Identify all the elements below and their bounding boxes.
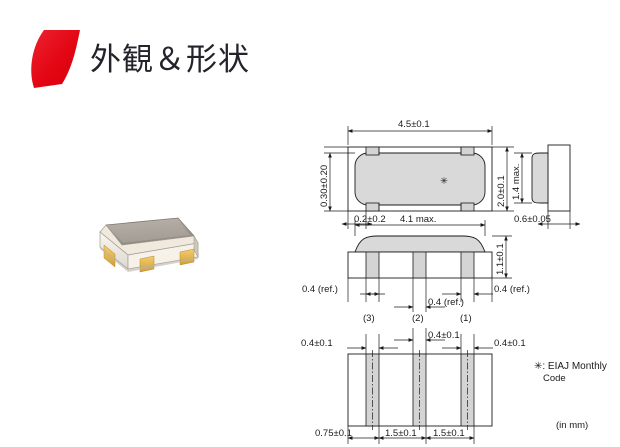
monthly-code-note-line1: ✳: EIAJ Monthly	[534, 361, 607, 372]
page-header: 外観＆形状	[0, 0, 620, 110]
dim-pad-offset: 0.2±0.2	[354, 214, 386, 225]
front-view: 4.1 max. 1.1±0.1 0.4 (ref.)	[302, 214, 530, 324]
product-photo	[82, 212, 218, 298]
dim-bottom-pitch-1: 1.5±0.1	[385, 428, 417, 439]
dim-bottom-pitch-2: 1.5±0.1	[433, 428, 465, 439]
page-title: 外観＆形状	[90, 42, 250, 78]
dim-front-ref-right: 0.4 (ref.)	[494, 284, 530, 295]
dim-side-width: 0.6±0.05	[514, 214, 551, 225]
dim-bottom-pad-right: 0.4±0.1	[494, 338, 526, 349]
dim-bottom-edge: 0.75±0.1	[315, 428, 352, 439]
pin-label-1: (1)	[460, 313, 472, 324]
pin-label-2: (2)	[412, 313, 424, 324]
side-view: 1.4 max. 0.6±0.05	[511, 144, 581, 229]
dim-front-ref-left: 0.4 (ref.)	[302, 284, 338, 295]
dim-bottom-pad-center: 0.4±0.1	[428, 330, 460, 341]
dim-side-height: 1.4 max.	[511, 164, 522, 200]
bottom-view: 0.4±0.1 0.4±0.1 0.4±0.1 0.75±0.1 1.5±	[301, 328, 526, 444]
dim-front-ref-center: 0.4 (ref.)	[428, 297, 464, 308]
unit-note: (in mm)	[556, 420, 589, 431]
monthly-code-mark: ✳	[440, 176, 448, 187]
monthly-code-note: ✳: EIAJ Monthly Code	[534, 361, 614, 385]
dim-front-height: 1.1±0.1	[495, 243, 506, 275]
top-view: ✳ 4.5±0.1 0.30±0.20 2.0±0.1	[319, 119, 514, 229]
dim-front-width: 4.1 max.	[400, 214, 436, 225]
dim-bottom-pad-left: 0.4±0.1	[301, 338, 333, 349]
dim-top-width: 4.5±0.1	[398, 119, 430, 130]
pin-label-3: (3)	[363, 313, 375, 324]
dim-top-height: 2.0±0.1	[496, 175, 507, 207]
red-leaf-logo	[26, 28, 82, 90]
dim-pad-left-vertical: 0.30±0.20	[319, 165, 330, 207]
technical-drawing: .ln { stroke:#1b1b1b; stroke-width:0.9; …	[300, 112, 620, 447]
monthly-code-note-line2: Code	[543, 373, 566, 384]
